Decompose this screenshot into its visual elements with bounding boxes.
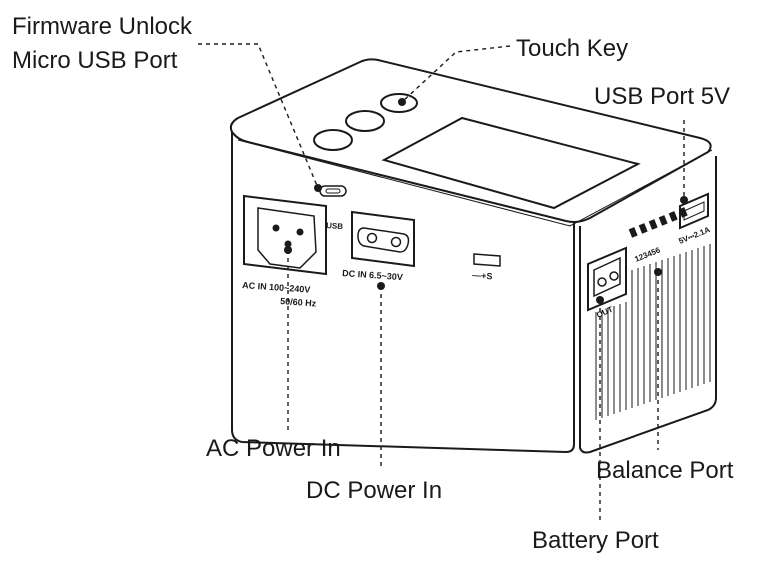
callout-labels: Firmware Unlock Micro USB Port Touch Key… [12,13,734,554]
display-screen [381,116,641,210]
leader-end-dots [284,98,688,304]
dc-marking: DC IN 6.5~30V [342,268,403,282]
touch-key-left [313,129,353,151]
balance-numbers-marking: 123456 [633,245,662,264]
label-dc-power-in: DC Power In [306,477,442,504]
leader-lines [198,43,685,520]
charger-device: USB AC IN 100~240V 50/60 Hz DC IN 6.5~30… [229,58,717,454]
out-marking: OUT [595,305,614,320]
label-firmware-line1: Firmware Unlock [12,13,193,40]
label-ac-power-in: AC Power In [206,435,341,462]
dc-inlet: DC IN 6.5~30V [342,210,415,282]
device-top-lid [229,58,712,223]
label-battery-port: Battery Port [532,527,659,554]
device-front-face [231,132,575,454]
usb-rating-marking: 5V⎓2.1A [677,225,711,246]
label-touch-key: Touch Key [516,35,628,62]
micro-usb-port: USB [319,185,347,231]
label-firmware-line2: Micro USB Port [12,47,178,74]
leader-touch-key [401,45,511,103]
ac-inlet: AC IN 100~240V 50/60 Hz [242,194,327,309]
ac-marking-line1: AC IN 100~240V [242,280,311,295]
touch-key-right [380,93,418,113]
leader-firmware [198,43,319,189]
label-balance-port: Balance Port [596,457,734,484]
touch-key-middle [345,110,385,132]
side-cooling-vents [595,244,711,420]
polarity-symbol: —+S [472,253,501,281]
polarity-marking: —+S [472,270,493,281]
device-side-face [579,156,717,454]
balance-port-pins: 123456 [628,207,688,264]
device-top-edge [237,139,713,227]
usb-marking: USB [326,221,344,231]
label-usb-port-5v: USB Port 5V [594,83,730,110]
ac-marking-line2: 50/60 Hz [280,296,317,309]
